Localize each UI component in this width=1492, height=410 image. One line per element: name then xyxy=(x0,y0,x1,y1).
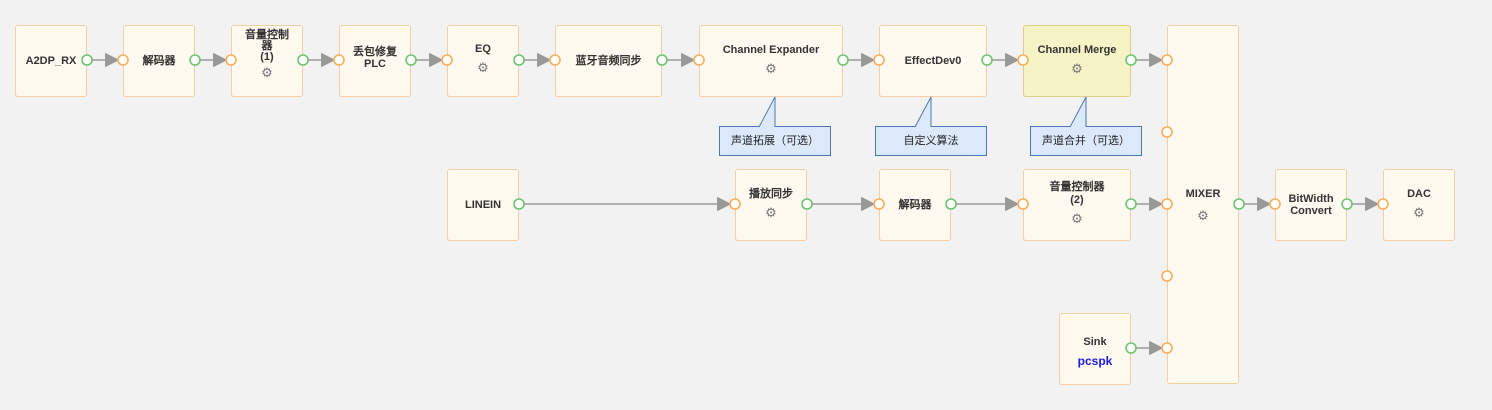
input-port[interactable] xyxy=(1161,270,1173,282)
input-port[interactable] xyxy=(1377,198,1389,210)
node-volume-control-2[interactable]: 音量控制器 (2) ⚙ xyxy=(1023,169,1131,241)
node-mixer[interactable]: MIXER ⚙ xyxy=(1167,25,1239,384)
gear-icon[interactable]: ⚙ xyxy=(477,60,489,75)
output-port[interactable] xyxy=(945,198,957,210)
node-label: DAC xyxy=(1407,188,1431,200)
input-port[interactable] xyxy=(1161,54,1173,66)
node-bt-audio-sync[interactable]: 蓝牙音频同步 xyxy=(555,25,662,97)
output-port[interactable] xyxy=(513,54,525,66)
input-port[interactable] xyxy=(225,54,237,66)
callout-effect-dev0: 自定义算法 xyxy=(875,126,987,156)
node-label: EQ xyxy=(475,43,491,55)
callout-tail-expander xyxy=(758,96,776,128)
input-port[interactable] xyxy=(693,54,705,66)
output-port[interactable] xyxy=(801,198,813,210)
node-label: Channel Expander xyxy=(722,44,820,56)
output-port[interactable] xyxy=(81,54,93,66)
callout-tail-effect xyxy=(914,96,932,128)
gear-icon[interactable]: ⚙ xyxy=(261,65,273,80)
node-label: 蓝牙音频同步 xyxy=(575,55,642,67)
output-port[interactable] xyxy=(981,54,993,66)
node-label: MIXER xyxy=(1185,188,1221,200)
output-port[interactable] xyxy=(513,198,525,210)
output-port[interactable] xyxy=(1125,342,1137,354)
input-port[interactable] xyxy=(729,198,741,210)
sink-target: pcspk xyxy=(1077,354,1113,368)
node-channel-expander[interactable]: Channel Expander ⚙ xyxy=(699,25,843,97)
gear-icon[interactable]: ⚙ xyxy=(1071,61,1083,76)
input-port[interactable] xyxy=(117,54,129,66)
node-label: LINEIN xyxy=(464,199,502,211)
output-port[interactable] xyxy=(405,54,417,66)
node-a2dp-rx[interactable]: A2DP_RX xyxy=(15,25,87,97)
node-play-sync[interactable]: 播放同步 ⚙ xyxy=(735,169,807,241)
input-port[interactable] xyxy=(549,54,561,66)
output-port[interactable] xyxy=(189,54,201,66)
input-port[interactable] xyxy=(1269,198,1281,210)
node-label: 解码器 xyxy=(142,55,176,67)
node-label: 解码器 xyxy=(898,199,932,211)
gear-icon[interactable]: ⚙ xyxy=(1197,208,1209,223)
ports xyxy=(81,54,1389,354)
callout-tail-merge xyxy=(1069,96,1087,128)
gear-icon[interactable]: ⚙ xyxy=(765,205,777,220)
input-port[interactable] xyxy=(1161,198,1173,210)
callout-channel-expander: 声道拓展（可选） xyxy=(719,126,831,156)
output-port[interactable] xyxy=(1341,198,1353,210)
input-port[interactable] xyxy=(1017,198,1029,210)
output-port[interactable] xyxy=(1233,198,1245,210)
input-port[interactable] xyxy=(1161,126,1173,138)
node-channel-merge[interactable]: Channel Merge ⚙ xyxy=(1023,25,1131,97)
node-volume-control-1[interactable]: 音量控制 器 (1) ⚙ xyxy=(231,25,303,97)
output-port[interactable] xyxy=(656,54,668,66)
node-dac[interactable]: DAC ⚙ xyxy=(1383,169,1455,241)
node-label: EffectDev0 xyxy=(904,55,962,67)
gear-icon[interactable]: ⚙ xyxy=(1413,205,1425,220)
callout-channel-merge: 声道合并（可选） xyxy=(1030,126,1142,156)
node-sink[interactable]: Sink pcspk xyxy=(1059,313,1131,385)
input-port[interactable] xyxy=(333,54,345,66)
node-bitwidth-convert[interactable]: BitWidth Convert xyxy=(1275,169,1347,241)
node-effect-dev0[interactable]: EffectDev0 xyxy=(879,25,987,97)
output-port[interactable] xyxy=(297,54,309,66)
node-label: Sink xyxy=(1083,336,1107,348)
input-port[interactable] xyxy=(873,54,885,66)
node-label: 播放同步 xyxy=(749,188,793,200)
gear-icon[interactable]: ⚙ xyxy=(1071,211,1083,226)
callout-tails xyxy=(758,96,1087,128)
input-port[interactable] xyxy=(1017,54,1029,66)
node-label: 音量控制器 (2) xyxy=(1049,181,1105,206)
node-label: 音量控制 器 (1) xyxy=(245,29,289,63)
input-port[interactable] xyxy=(441,54,453,66)
input-port[interactable] xyxy=(873,198,885,210)
node-label: 丢包修复 PLC xyxy=(353,46,397,70)
node-linein[interactable]: LINEIN xyxy=(447,169,519,241)
node-label: Channel Merge xyxy=(1037,44,1117,56)
gear-icon[interactable]: ⚙ xyxy=(765,61,777,76)
output-port[interactable] xyxy=(1125,54,1137,66)
output-port[interactable] xyxy=(837,54,849,66)
output-port[interactable] xyxy=(1125,198,1137,210)
node-label: BitWidth Convert xyxy=(1288,193,1334,217)
input-port[interactable] xyxy=(1161,342,1173,354)
node-label: A2DP_RX xyxy=(25,55,77,67)
